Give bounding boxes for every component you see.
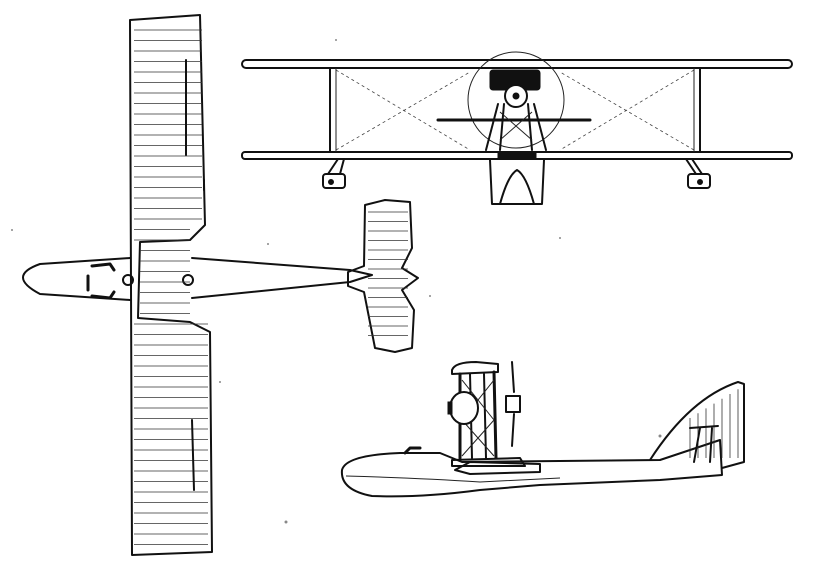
plan-hull-nose — [22, 257, 131, 301]
front-float-left-mark — [328, 179, 334, 185]
side-cockpit — [403, 446, 422, 455]
plan-tail-ribs — [368, 211, 408, 336]
plan-tailplane — [347, 199, 419, 353]
front-hull — [489, 159, 545, 205]
front-brace-wire-4 — [559, 71, 695, 151]
plan-wing-ribs — [134, 29, 208, 545]
side-upper-wing — [451, 361, 499, 375]
front-brace-wire-1 — [335, 69, 471, 151]
front-brace-wire-2 — [335, 71, 471, 151]
front-propeller-disc — [467, 51, 565, 149]
side-hull-step — [454, 461, 541, 475]
front-brace-wire-3 — [559, 69, 695, 151]
front-cabane-braces — [499, 111, 533, 141]
front-hub — [512, 92, 520, 100]
side-fin — [649, 381, 745, 469]
side-tail-strut — [689, 425, 719, 463]
plan-tail-boom — [191, 257, 373, 299]
front-cabane-struts — [485, 103, 547, 151]
side-engine-detail — [447, 401, 453, 415]
plan-cockpit — [86, 262, 116, 300]
front-float-left — [322, 173, 346, 189]
side-engine — [449, 391, 479, 425]
plan-engine-right — [182, 274, 194, 286]
side-hull — [340, 439, 723, 498]
side-propeller — [505, 361, 521, 447]
front-hull-deck — [497, 152, 537, 160]
paper-specks — [11, 39, 662, 524]
plan-engine-left — [122, 274, 134, 286]
side-hull-chine — [345, 475, 561, 483]
front-hull-keel — [499, 169, 535, 205]
side-bracing — [461, 379, 495, 457]
plan-wing — [129, 14, 213, 556]
plan-view — [22, 14, 419, 556]
front-float-left-strut — [327, 158, 345, 175]
front-float-right-strut — [685, 158, 703, 175]
front-float-right-mark — [697, 179, 703, 185]
plan-aileron-lower — [191, 419, 195, 491]
side-view — [340, 361, 745, 498]
front-upper-wing — [241, 59, 793, 69]
front-view — [241, 51, 793, 205]
